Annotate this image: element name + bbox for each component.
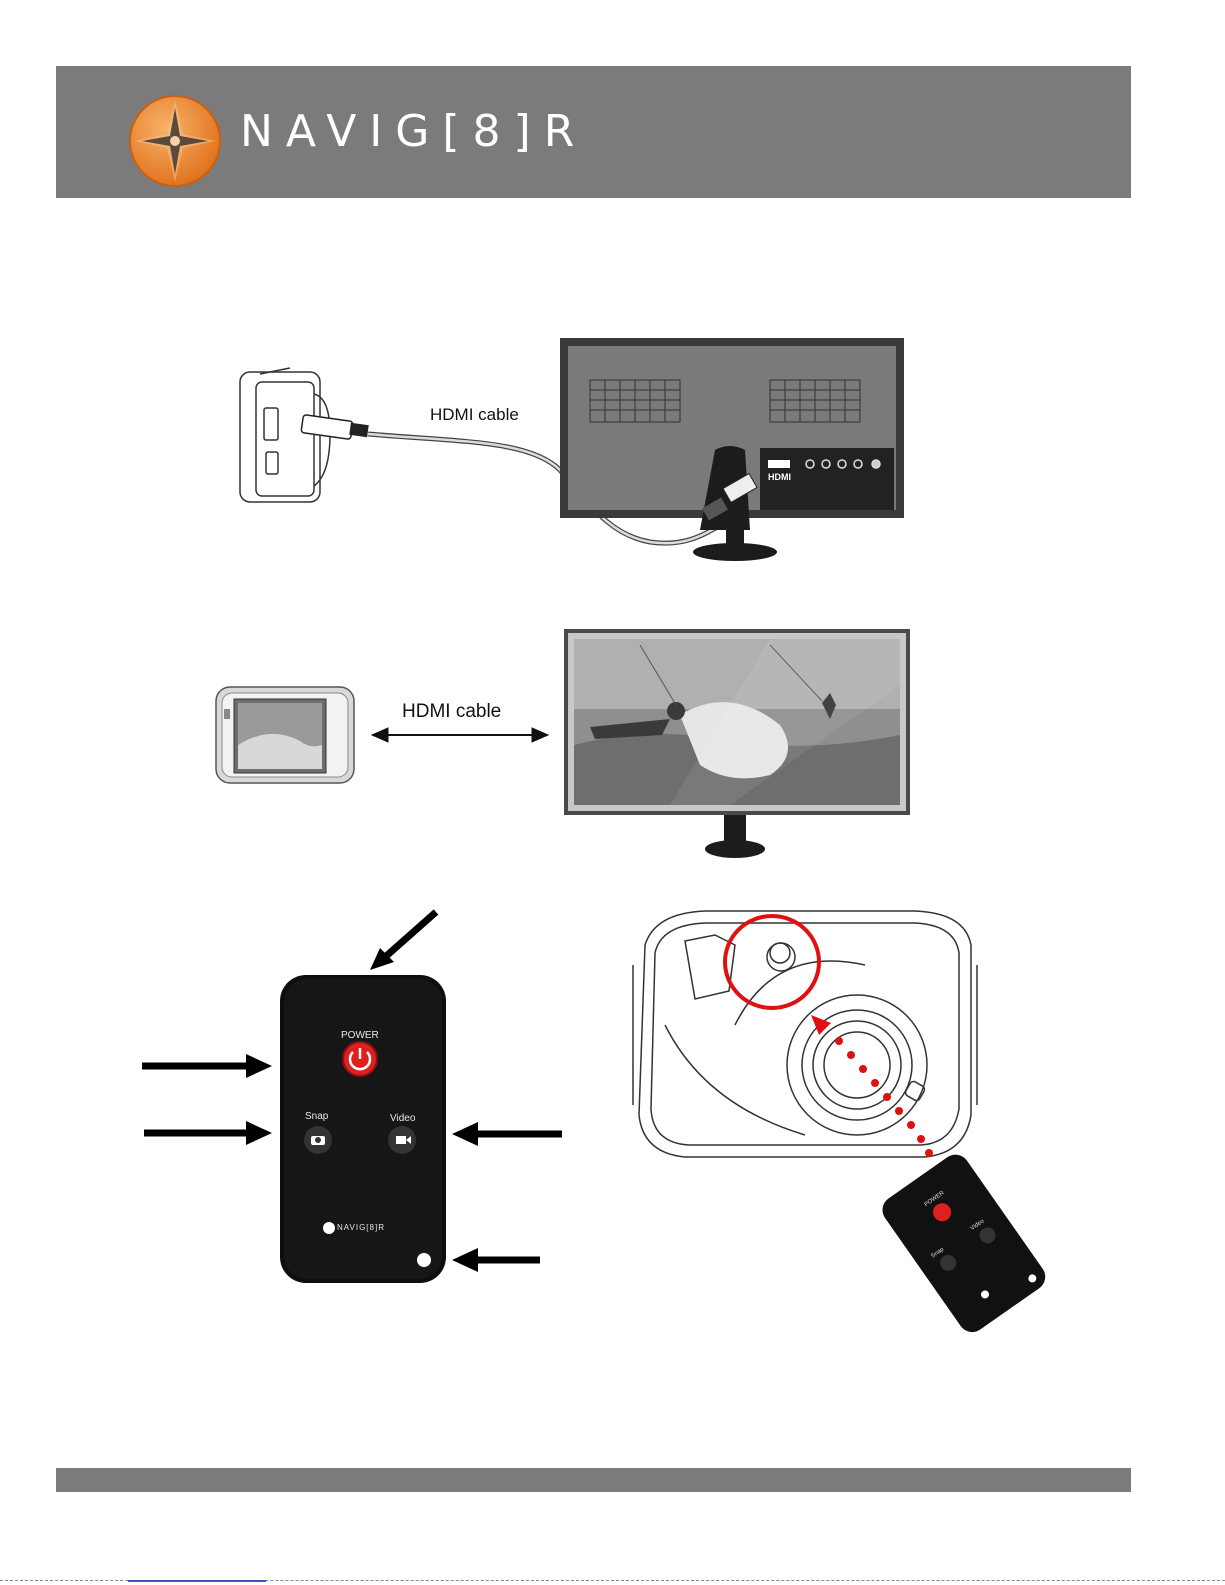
hdmi-cable-label-display: HDMI cable xyxy=(402,702,501,721)
ir-pairing-diagram: POWER Snap Video xyxy=(625,905,1065,1325)
compass-logo-icon xyxy=(128,94,222,188)
hdmi-cable-label-rear: HDMI cable xyxy=(430,406,519,423)
brand-name: NAVIG[8]R xyxy=(240,110,587,154)
tv-front-view xyxy=(564,629,910,858)
remote-snap-label: Snap xyxy=(305,1112,328,1122)
remote-video-label: Video xyxy=(390,1114,415,1124)
footer-band xyxy=(56,1468,1131,1492)
hdmi-port-label: HDMI xyxy=(768,472,791,482)
bidirectional-arrow xyxy=(372,728,548,742)
hdmi-display-diagram xyxy=(210,625,915,860)
hdmi-connection-rear-diagram: HDMI xyxy=(230,330,910,570)
camera-front-view xyxy=(216,687,354,783)
remote-body xyxy=(280,975,446,1283)
remote-power-label: POWER xyxy=(341,1031,379,1041)
mini-remote: POWER Snap Video xyxy=(877,1149,1051,1337)
footer-link-underline xyxy=(128,1580,266,1582)
camera-front-outline xyxy=(633,911,977,1157)
remote-brand-label: NAVIG[8]R xyxy=(337,1224,385,1232)
remote-logo-icon xyxy=(323,1222,335,1234)
